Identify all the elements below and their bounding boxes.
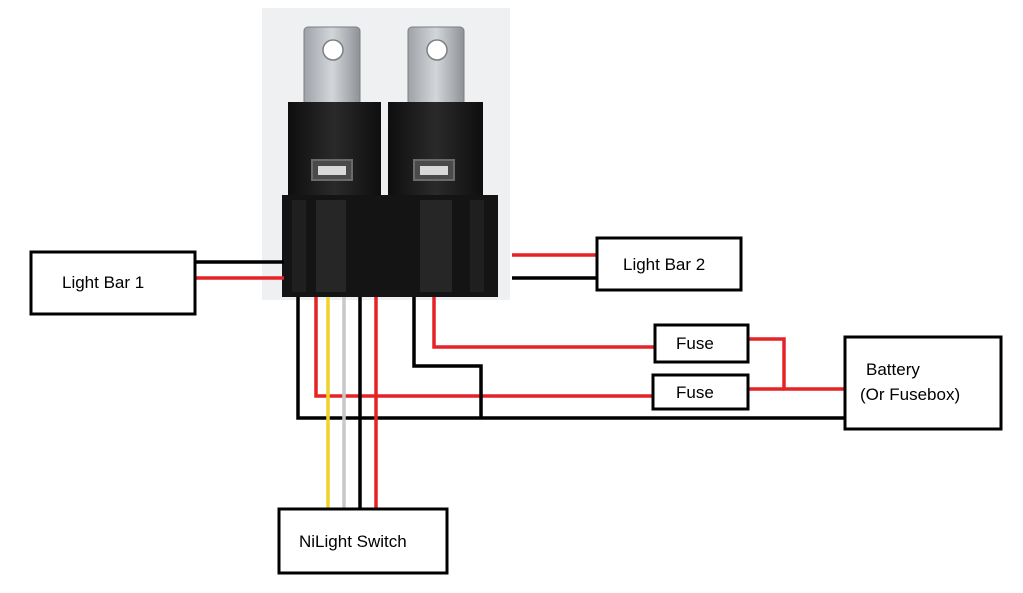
relay-2-tab-hole (426, 39, 448, 61)
fuse-bottom-label: Fuse (676, 383, 714, 402)
wire-fuse-top-to-battery (749, 337, 846, 391)
relay-1-top-body (288, 102, 381, 200)
light-bar-2-box: Light Bar 2 (595, 236, 743, 292)
light-bar-1-box: Light Bar 1 (29, 250, 197, 316)
fuse-top-label: Fuse (676, 334, 714, 353)
nilight-switch-label: NiLight Switch (299, 532, 407, 551)
fuse-bottom-box: Fuse (651, 373, 750, 411)
wire-relay-1-to-fuse-bottom (314, 297, 654, 398)
fuse-top-box: Fuse (653, 323, 750, 364)
wire-ground-relay-1 (296, 297, 846, 420)
relay-2 (386, 26, 498, 297)
nilight-switch-box: NiLight Switch (277, 507, 449, 575)
light-bar-2-label: Light Bar 2 (623, 255, 705, 274)
battery-box: Battery (Or Fusebox) (843, 335, 1003, 431)
wire-ground-relay-2 (412, 297, 483, 418)
relay-1-tab-hole (322, 39, 344, 61)
light-bar-1-label: Light Bar 1 (62, 273, 144, 292)
wire-relay-2-to-fuse-top (432, 297, 656, 349)
battery-sublabel: (Or Fusebox) (860, 385, 960, 404)
battery-label: Battery (866, 360, 920, 379)
relay-2-top-body (388, 102, 483, 200)
relay-1 (282, 26, 386, 297)
